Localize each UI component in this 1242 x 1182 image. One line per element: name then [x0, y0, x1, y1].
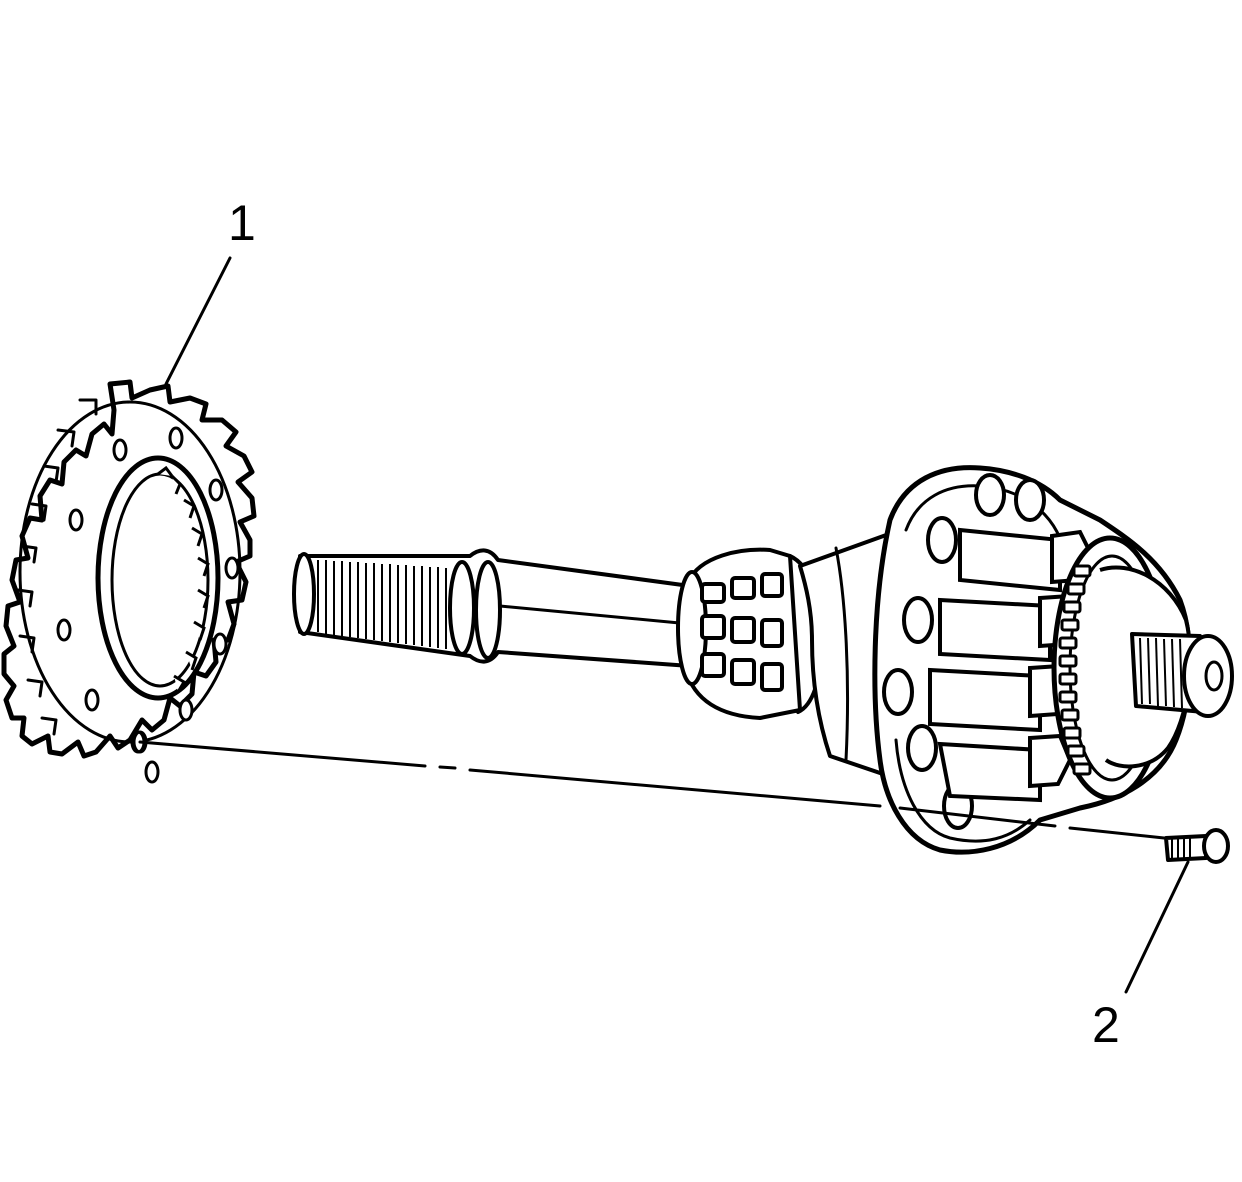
reluctor-bolt-holes [56, 426, 240, 784]
callout-1-label: 1 [228, 195, 256, 251]
alignment-line [132, 730, 1166, 840]
shaft-spline-lines [317, 560, 447, 649]
reluctor-tooth-notches [16, 398, 98, 736]
differential-case [872, 465, 1234, 855]
stub-axle-splines [1139, 637, 1183, 709]
bearing-rollers [700, 572, 784, 692]
case-ribs [928, 527, 1062, 803]
bolt [1164, 828, 1230, 864]
reluctor-inner-splines [157, 465, 210, 693]
case-tone-ring-teeth [1058, 564, 1092, 776]
callout-1-leader [164, 256, 232, 386]
tapered-bearing [676, 547, 824, 720]
output-shaft [292, 548, 692, 668]
callout-2-leader [1124, 860, 1190, 994]
callout-2-label: 2 [1092, 997, 1120, 1053]
reluctor-ring [1, 379, 257, 784]
